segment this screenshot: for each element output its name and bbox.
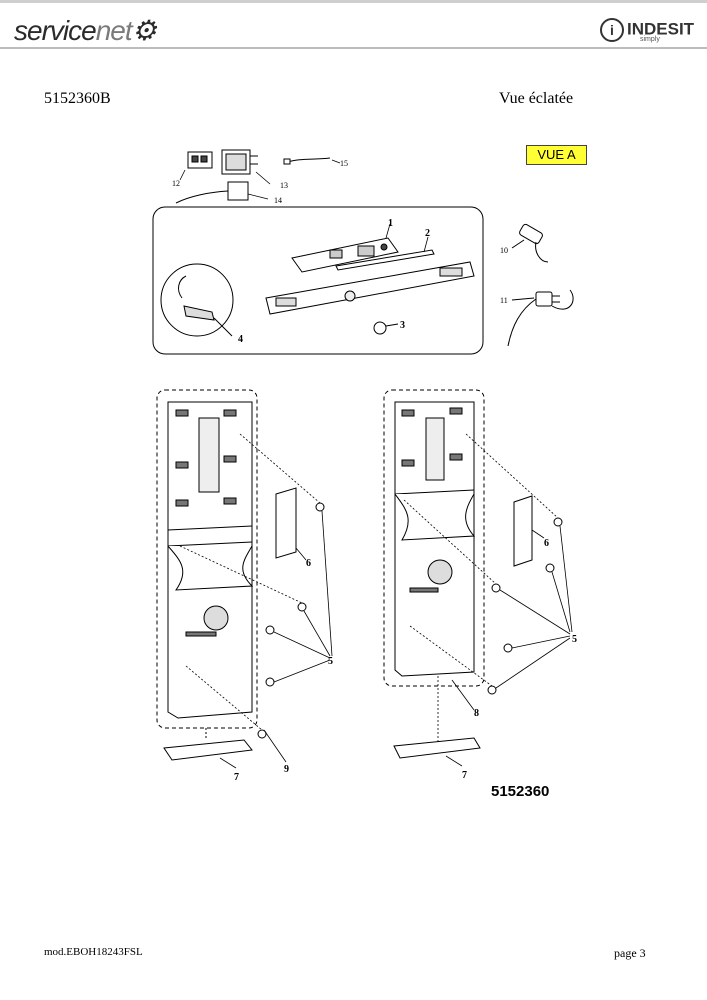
- callout-5-right: 5: [572, 634, 577, 645]
- right-base-plate-7: [393, 737, 481, 759]
- callout-11: 11: [500, 296, 508, 305]
- callout-7-left: 7: [234, 772, 239, 783]
- callout-2: 2: [425, 228, 430, 239]
- callout-1: 1: [388, 218, 393, 229]
- control-panel-housing: [265, 261, 475, 315]
- callout-6-right: 6: [544, 538, 549, 549]
- left-assembly-outline: [156, 389, 258, 729]
- part-2-trim-strip: [335, 249, 435, 271]
- document-reference: 5152360B: [44, 90, 111, 107]
- callout-5-left: 5: [328, 656, 333, 667]
- left-base-plate-7: [163, 728, 253, 761]
- part-15-wire: [283, 157, 331, 165]
- indesit-tagline: simply: [640, 36, 660, 43]
- indesit-i-icon: i: [600, 18, 624, 42]
- callout-6-left: 6: [306, 558, 311, 569]
- callout-7-right: 7: [462, 770, 467, 781]
- callout-14: 14: [274, 196, 282, 205]
- callout-12: 12: [172, 179, 180, 188]
- part-4-detail-circle: [160, 263, 234, 337]
- control-assembly-frame: [152, 206, 484, 355]
- footer-page: page 3: [614, 946, 646, 960]
- gear-icon: ⚙: [131, 15, 157, 46]
- right-assembly-outline: [383, 389, 485, 687]
- callout-10: 10: [500, 246, 508, 255]
- part-number: 5152360: [491, 783, 550, 800]
- left-screws: [257, 502, 325, 739]
- part-1-control-board: [291, 237, 399, 273]
- part-10-sensor: [511, 223, 549, 263]
- left-handle-6: [275, 487, 297, 559]
- part-12-connector: [187, 151, 213, 169]
- right-door-panel: [394, 401, 476, 677]
- callout-3: 3: [400, 320, 405, 331]
- right-handle-6: [513, 495, 533, 567]
- callout-15: 15: [340, 159, 348, 168]
- part-11-power-cord: [507, 289, 574, 347]
- callout-8: 8: [474, 708, 479, 719]
- footer-model: mod.EBOH18243FSL: [44, 946, 143, 958]
- callout-9: 9: [284, 764, 289, 775]
- callout-4: 4: [238, 334, 243, 345]
- part-13-relay-block: [221, 149, 258, 175]
- view-badge: VUE A: [526, 145, 587, 165]
- header-bottom-rule: [0, 47, 707, 49]
- callout-13: 13: [280, 181, 288, 190]
- servicenet-logo: servicenet⚙: [14, 15, 157, 46]
- part-14-module: [175, 181, 249, 204]
- right-screws: [487, 517, 563, 695]
- header-top-rule: [0, 0, 707, 3]
- part-3-knob: [373, 321, 399, 335]
- view-title: Vue éclatée: [499, 90, 574, 107]
